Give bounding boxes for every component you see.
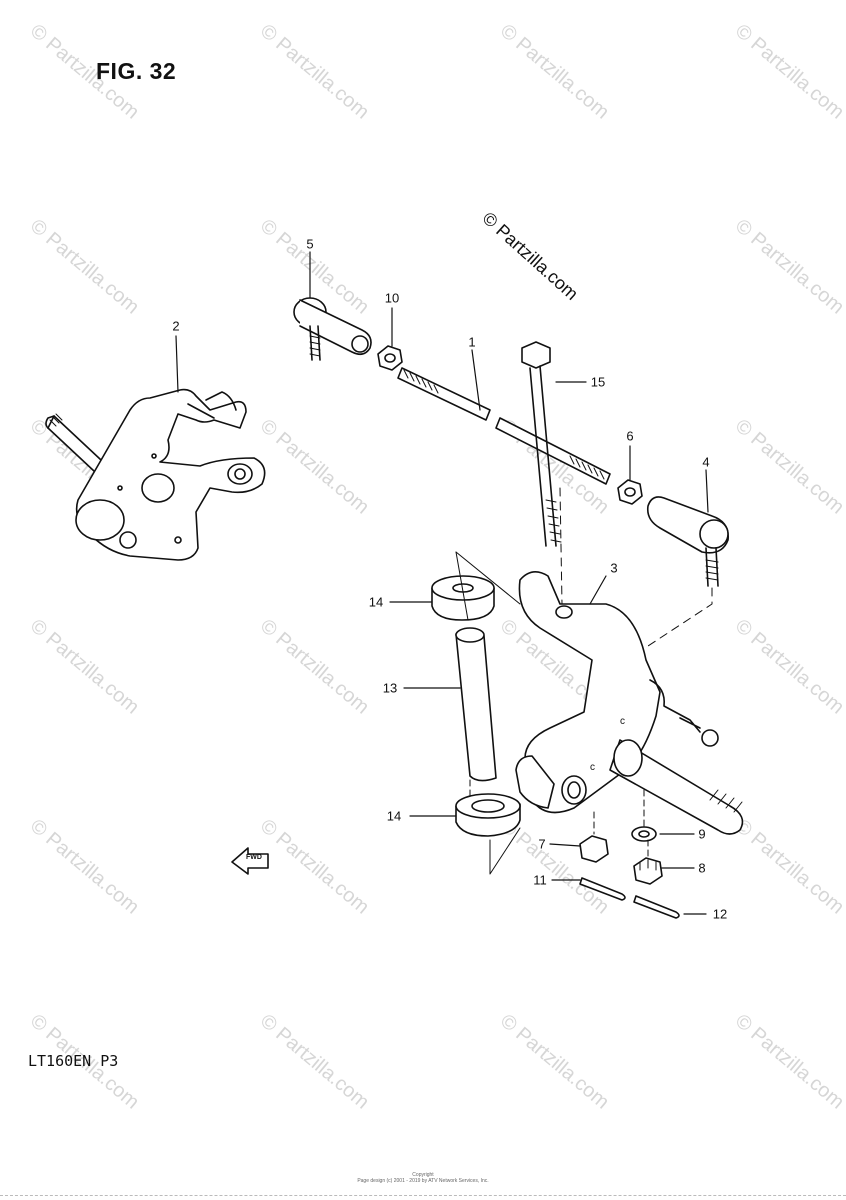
callout-2: 2 bbox=[172, 318, 180, 334]
part-7-nut[interactable] bbox=[579, 835, 609, 863]
callout-1: 1 bbox=[468, 334, 476, 350]
callout-9: 9 bbox=[698, 826, 706, 842]
callout-8: 8 bbox=[698, 860, 706, 876]
part-10-nut[interactable] bbox=[377, 345, 403, 371]
part-5-tie-rod-end[interactable] bbox=[293, 297, 372, 361]
part-15-bolt[interactable] bbox=[521, 341, 562, 547]
part-3-axle-knuckle[interactable]: c c bbox=[515, 571, 744, 835]
assembly-lines bbox=[455, 487, 713, 875]
model-code: LT160EN P3 bbox=[28, 1052, 119, 1070]
part-12-cotter-pin[interactable] bbox=[633, 895, 680, 919]
callout-13: 13 bbox=[382, 680, 398, 696]
callout-leaders bbox=[175, 251, 709, 915]
fwd-label: FWD bbox=[246, 854, 262, 861]
svg-text:c: c bbox=[620, 716, 625, 727]
callout-3: 3 bbox=[610, 560, 618, 576]
callout-4: 4 bbox=[702, 454, 710, 470]
part-1-tie-rod[interactable] bbox=[397, 367, 611, 485]
callout-10: 10 bbox=[384, 290, 400, 306]
part-6-nut[interactable] bbox=[617, 479, 643, 505]
callout-14-upper: 14 bbox=[368, 594, 384, 610]
part-2-steering-arm[interactable] bbox=[45, 388, 266, 561]
footer-design-credit: Page design (c) 2001 - 2019 by ATV Netwo… bbox=[357, 1178, 489, 1184]
page-footer: Copyright Page design (c) 2001 - 2019 by… bbox=[0, 1172, 846, 1184]
bottom-divider bbox=[0, 1195, 846, 1196]
part-9-washer[interactable] bbox=[631, 826, 657, 842]
part-11-cotter-pin[interactable] bbox=[579, 877, 626, 901]
part-13-collar[interactable] bbox=[455, 627, 497, 782]
callout-14-lower: 14 bbox=[386, 808, 402, 824]
figure-title: FIG. 32 bbox=[96, 58, 177, 84]
callout-12: 12 bbox=[712, 906, 728, 922]
callout-7: 7 bbox=[538, 836, 546, 852]
svg-text:c: c bbox=[590, 762, 595, 773]
callout-5: 5 bbox=[306, 236, 314, 252]
footer-copyright: Copyright bbox=[412, 1172, 434, 1178]
fwd-arrow-icon bbox=[231, 847, 269, 875]
callout-6: 6 bbox=[626, 428, 634, 444]
part-14-bushing-lower[interactable] bbox=[455, 793, 521, 837]
callout-15: 15 bbox=[590, 374, 606, 390]
callout-11: 11 bbox=[533, 872, 547, 888]
part-14-bushing-upper[interactable] bbox=[431, 575, 495, 621]
part-8-castle-nut[interactable] bbox=[633, 857, 663, 885]
part-4-tie-rod-end[interactable] bbox=[646, 496, 729, 587]
